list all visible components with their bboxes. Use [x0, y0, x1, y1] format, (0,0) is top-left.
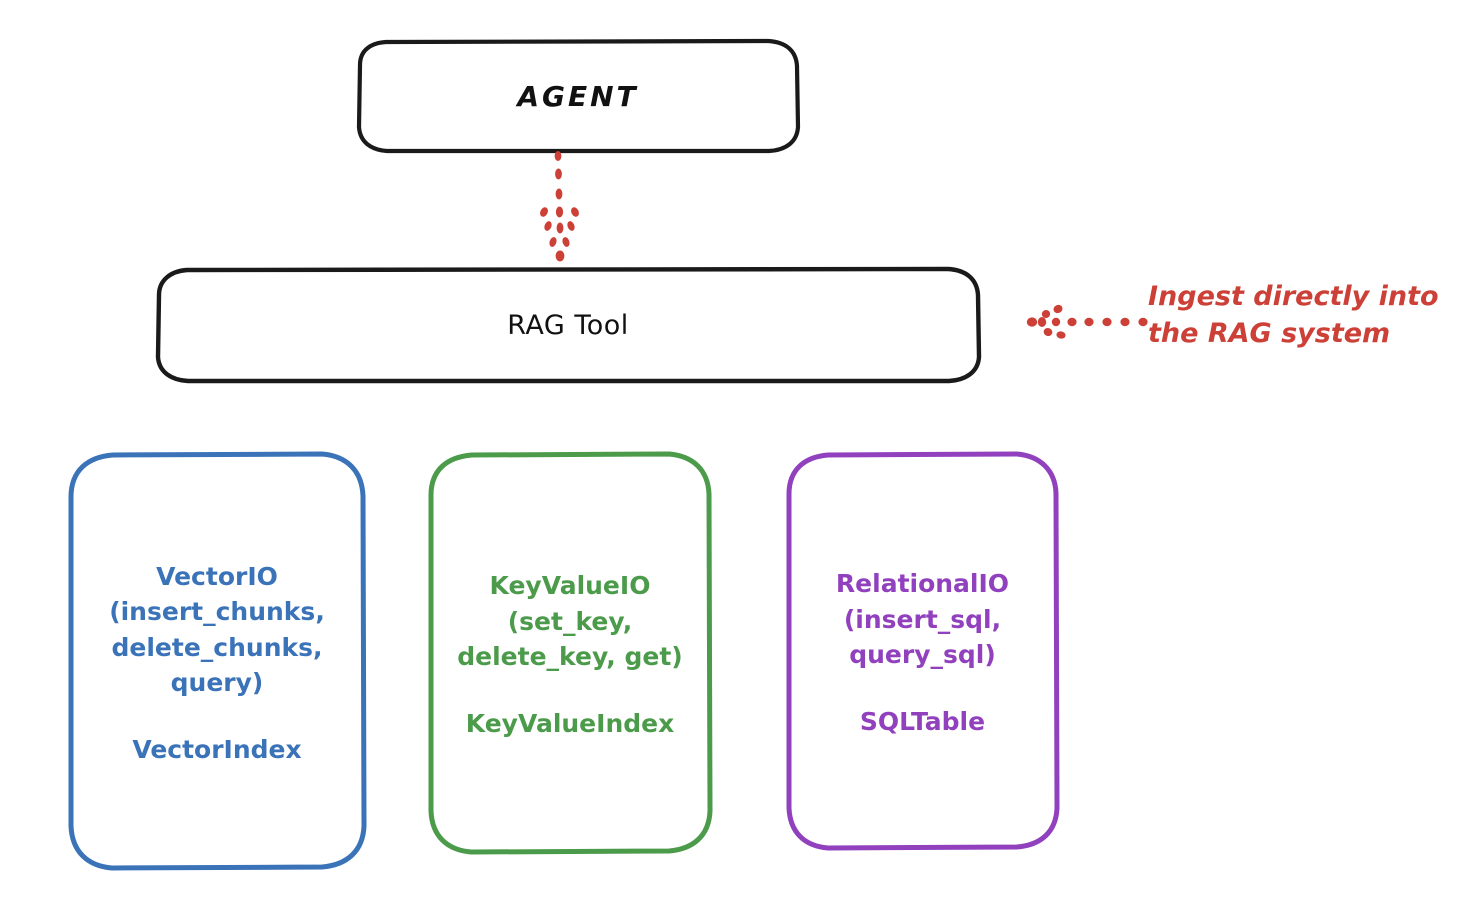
connector-agent-to-rag-tool [540, 151, 579, 262]
annotation-ingest-note: Ingest directly into the RAG system [1148, 281, 1439, 350]
node-key-value-io[interactable]: KeyValueIO (set_key, delete_key, get) Ke… [426, 449, 714, 857]
agent-label: AGENT [517, 79, 639, 113]
relational-io-title: RelationalIO (insert_sql, query_sql) [835, 569, 1010, 670]
rag-tool-label: RAG Tool [507, 309, 629, 341]
key-value-io-index: KeyValueIndex [465, 708, 675, 738]
connector-ingest-arrow [1026, 304, 1148, 339]
node-relational-io[interactable]: RelationalIO (insert_sql, query_sql) SQL… [784, 449, 1061, 853]
node-vector-io[interactable]: VectorIO (insert_chunks, delete_chunks, … [66, 449, 368, 873]
relational-io-index: SQLTable [859, 706, 986, 736]
vector-io-title: VectorIO (insert_chunks, delete_chunks, … [109, 561, 325, 698]
vector-io-index: VectorIndex [132, 734, 302, 764]
node-rag-tool[interactable]: RAG Tool [153, 265, 983, 385]
node-agent[interactable]: AGENT [353, 37, 803, 155]
key-value-io-title: KeyValueIO (set_key, delete_key, get) [457, 571, 683, 672]
